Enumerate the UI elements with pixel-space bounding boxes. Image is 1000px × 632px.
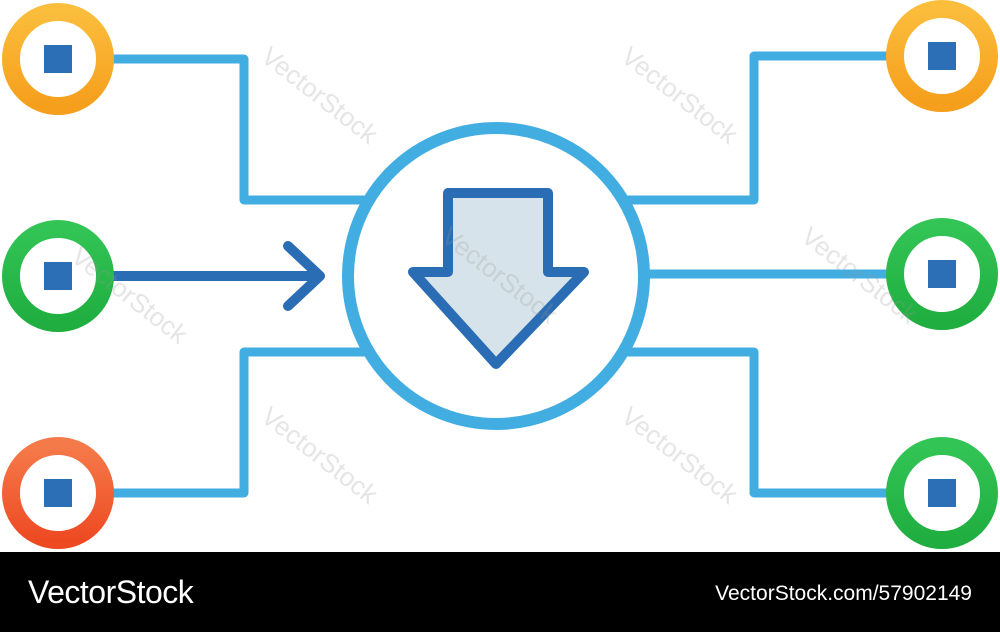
square-node-icon — [44, 262, 72, 290]
node-bottom-right — [886, 437, 998, 549]
connector-top-right — [623, 51, 893, 205]
node-middle-right — [886, 218, 998, 330]
connector-bottom-right — [623, 347, 893, 498]
square-node-icon — [44, 479, 72, 507]
network-download-illustration — [2, 0, 998, 549]
node-top-right — [886, 0, 998, 112]
footer-image-id: VectorStock.com/57902149 — [715, 582, 972, 605]
node-top-left — [2, 3, 114, 115]
square-node-icon — [44, 45, 72, 73]
download-arrow-icon — [408, 188, 589, 369]
node-bottom-left — [2, 437, 114, 549]
connector-lines — [107, 51, 893, 498]
square-node-icon — [928, 42, 956, 70]
square-node-icon — [928, 260, 956, 288]
connector-top-left — [107, 54, 371, 205]
footer-bar: VectorStock VectorStock.com/57902149 — [0, 552, 1000, 632]
square-node-icon — [928, 479, 956, 507]
connector-bottom-left — [107, 347, 371, 498]
node-middle-left — [2, 220, 114, 332]
incoming-arrow-icon — [107, 241, 325, 311]
footer-brand: VectorStock — [28, 574, 194, 610]
